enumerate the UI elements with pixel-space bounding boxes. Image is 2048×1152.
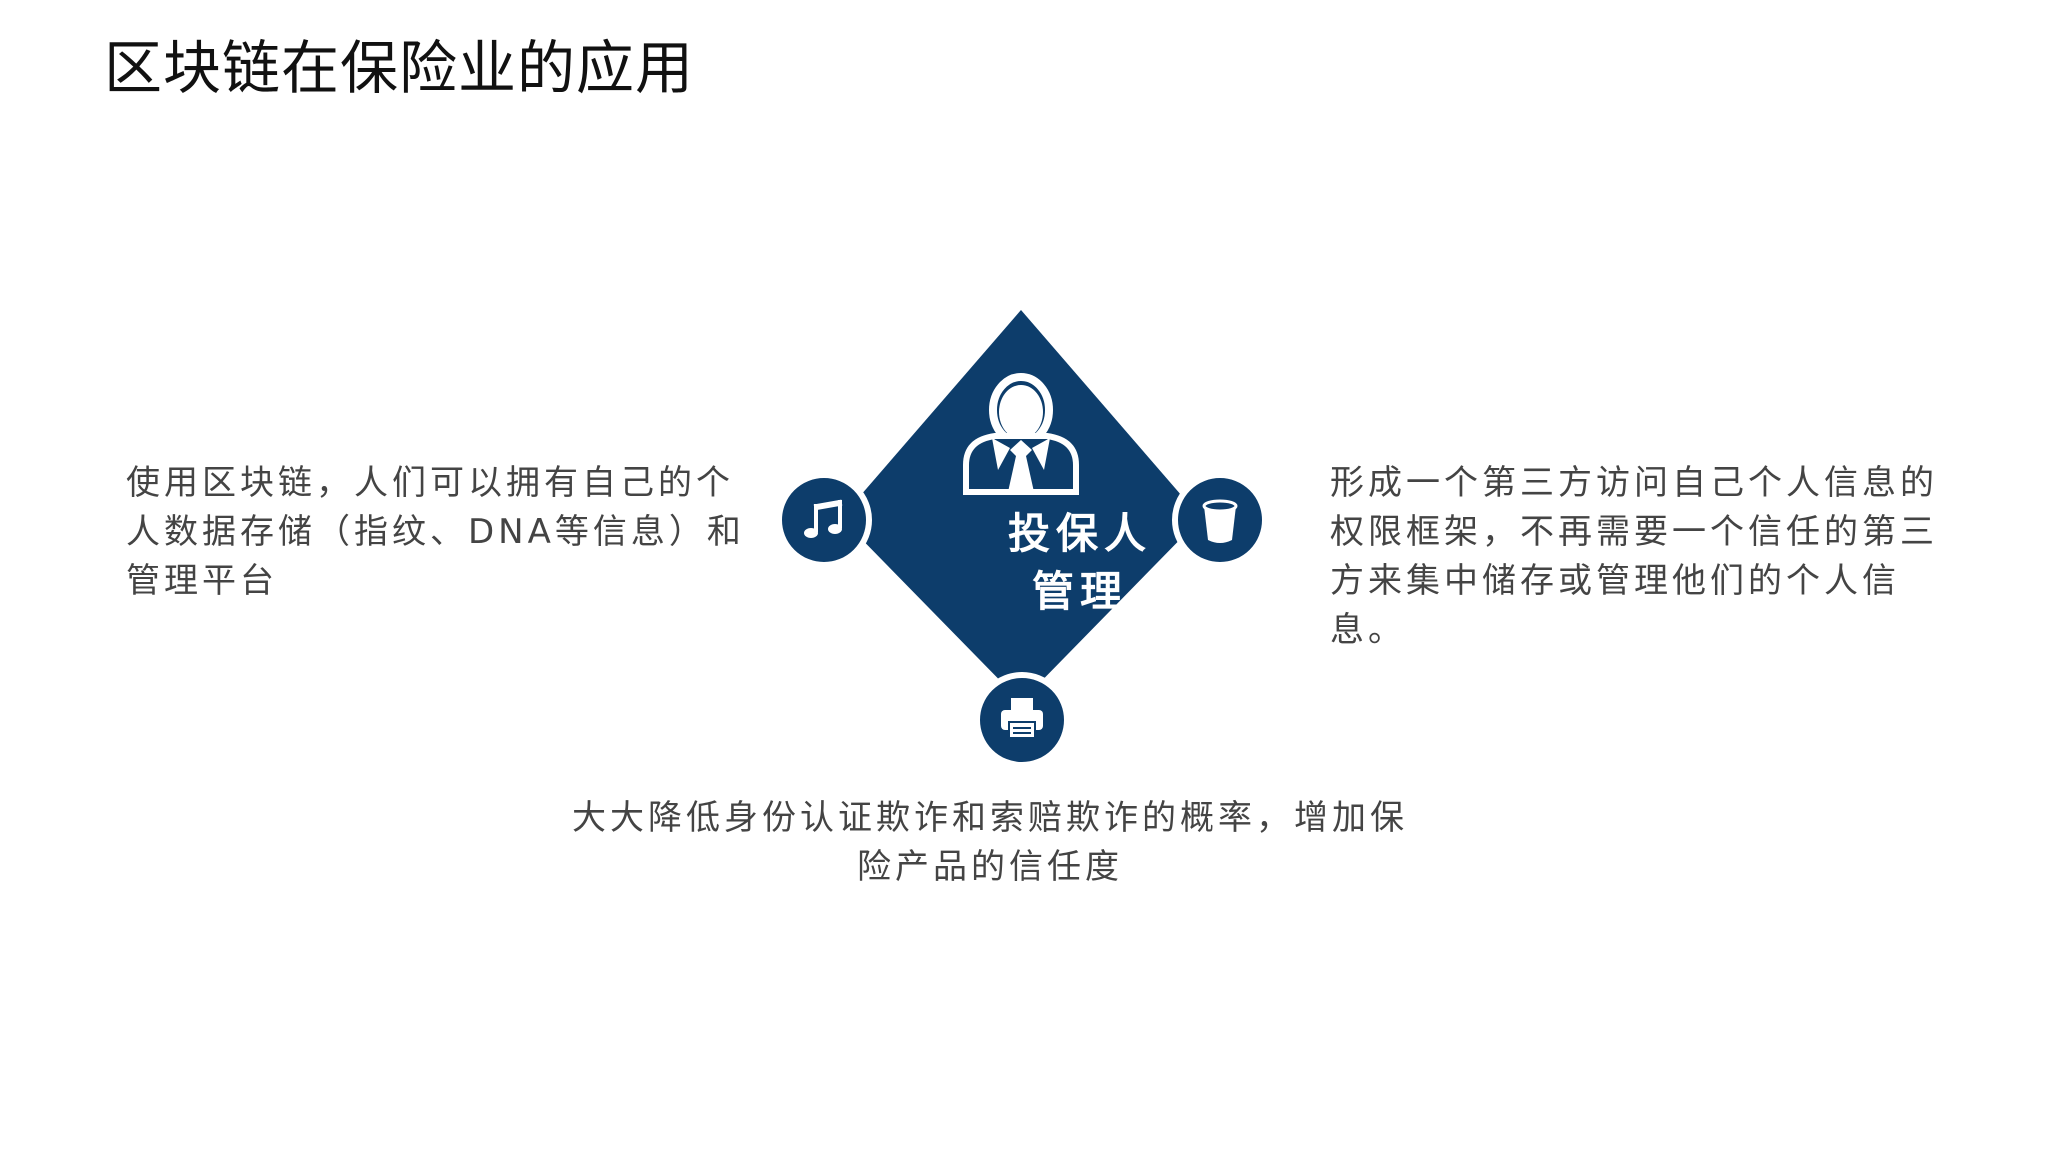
bottom-description: 大大降低身份认证欺诈和索赔欺诈的概率，增加保险产品的信任度	[572, 798, 1408, 887]
right-description: 形成一个第三方访问自己个人信息的权限框架，不再需要一个信任的第三方来集中储存或管…	[1330, 463, 1938, 650]
center-diamond	[841, 310, 1201, 702]
left-node	[776, 472, 872, 568]
printer-icon	[1001, 698, 1043, 739]
bottom-node	[974, 672, 1070, 768]
music-note-icon	[804, 499, 843, 538]
cup-icon	[1202, 499, 1238, 543]
center-label: 投保人管理	[1007, 509, 1152, 616]
slide-title: 区块链在保险业的应用	[104, 34, 695, 102]
right-node	[1172, 472, 1268, 568]
person-tie-icon	[963, 373, 1079, 495]
left-description: 使用区块链，人们可以拥有自己的个人数据存储（指纹、DNA等信息）和管理平台	[126, 463, 745, 601]
diamond-diagram: 投保人管理	[770, 300, 1270, 780]
